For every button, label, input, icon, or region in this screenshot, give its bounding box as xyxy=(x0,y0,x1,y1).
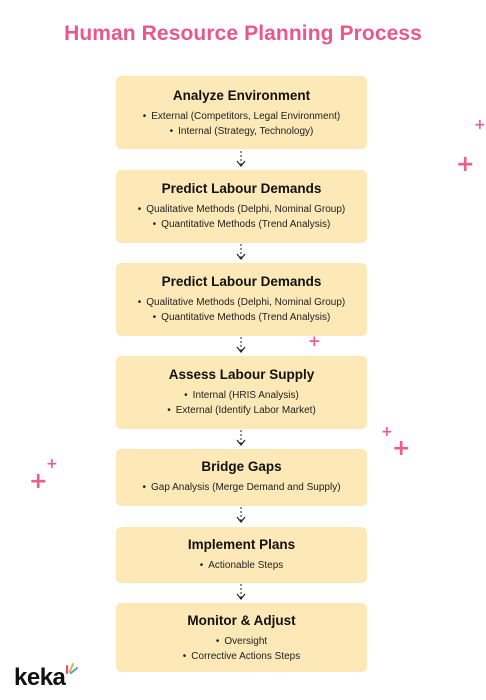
sparkle-icon: + xyxy=(381,424,393,440)
step-predict-labour-demands: Predict Labour Demands Qualitative Metho… xyxy=(116,170,367,243)
step-bullet: Qualitative Methods (Delphi, Nominal Gro… xyxy=(116,202,367,217)
step-bullet: Quantitative Methods (Trend Analysis) xyxy=(116,310,367,325)
step-bullet: Corrective Actions Steps xyxy=(116,649,367,664)
step-bridge-gaps: Bridge Gaps Gap Analysis (Merge Demand a… xyxy=(116,449,367,506)
sparkle-icon: + xyxy=(308,332,321,350)
step-title: Implement Plans xyxy=(187,537,296,552)
flow-arrow-icon xyxy=(236,430,246,446)
step-assess-labour-supply: Assess Labour Supply Internal (HRIS Anal… xyxy=(116,356,367,429)
step-implement-plans: Implement Plans Actionable Steps xyxy=(116,527,367,583)
step-bullet: External (Identify Labor Market) xyxy=(116,403,367,418)
step-analyze-environment: Analyze Environment External (Competitor… xyxy=(116,76,367,149)
step-bullet: Qualitative Methods (Delphi, Nominal Gro… xyxy=(116,295,367,310)
step-title: Bridge Gaps xyxy=(201,459,282,474)
step-title: Predict Labour Demands xyxy=(161,181,322,196)
flow-arrow-icon xyxy=(236,584,246,600)
sparkle-icon: + xyxy=(474,117,486,133)
sparkle-icon: + xyxy=(46,456,58,472)
sparkle-icon: + xyxy=(456,152,475,177)
step-title: Predict Labour Demands xyxy=(161,274,322,289)
step-bullet: Internal (HRIS Analysis) xyxy=(116,388,367,403)
step-bullet: Internal (Strategy, Technology) xyxy=(116,124,367,139)
flow-arrow-icon xyxy=(236,337,246,353)
sparkle-icon: + xyxy=(392,436,411,461)
logo-rays-icon xyxy=(66,663,78,674)
step-title: Assess Labour Supply xyxy=(168,367,315,382)
step-bullet: Actionable Steps xyxy=(116,558,367,573)
keka-logo: keka xyxy=(14,664,66,691)
step-bullet: Gap Analysis (Merge Demand and Supply) xyxy=(116,480,367,495)
step-predict-labour-demands-2: Predict Labour Demands Qualitative Metho… xyxy=(116,263,367,336)
step-bullet: External (Competitors, Legal Environment… xyxy=(116,109,367,124)
sparkle-icon: + xyxy=(29,469,48,494)
step-title: Monitor & Adjust xyxy=(187,613,296,628)
step-bullet: Oversight xyxy=(116,634,367,649)
step-title: Analyze Environment xyxy=(172,88,311,103)
page-title: Human Resource Planning Process xyxy=(64,22,422,45)
flow-arrow-icon xyxy=(236,151,246,167)
step-monitor-adjust: Monitor & Adjust Oversight Corrective Ac… xyxy=(116,603,367,672)
flow-arrow-icon xyxy=(236,244,246,260)
flow-arrow-icon xyxy=(236,507,246,523)
step-bullet: Quantitative Methods (Trend Analysis) xyxy=(116,217,367,232)
